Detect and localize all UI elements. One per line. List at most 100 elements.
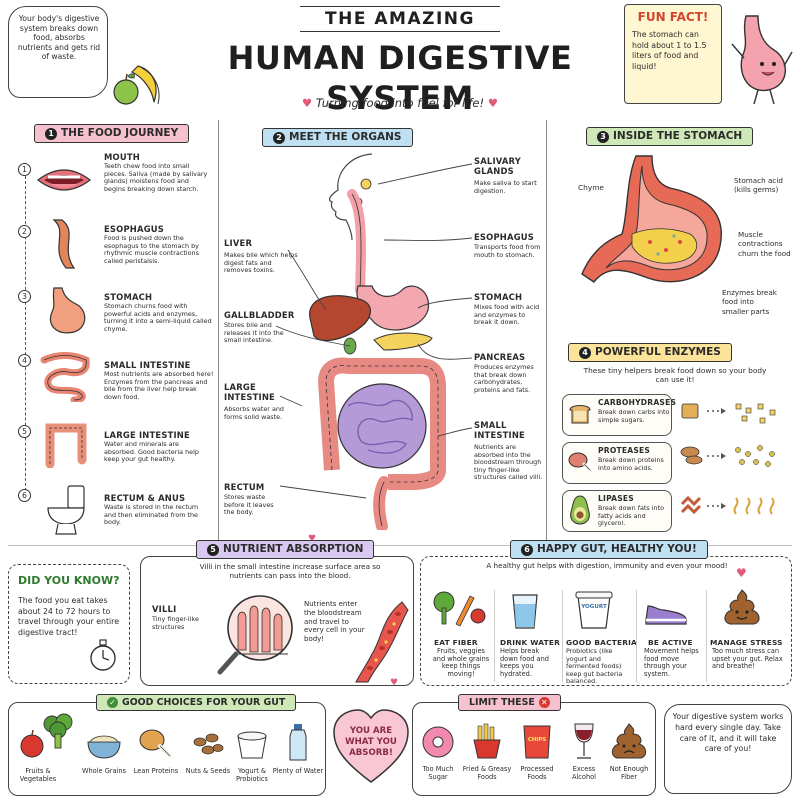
heart-icon: ♥ (301, 96, 313, 110)
limit-item: Fried & Greasy Foods (462, 722, 512, 781)
page-subtitle: ♥ Turning food into fuel for life! ♥ (280, 96, 520, 110)
fun-fact-text: The stomach can hold about 1 to 1.5 lite… (632, 30, 707, 71)
heart-icon: ♥ (736, 566, 747, 580)
tip-text: Too much stress can upset your gut. Rela… (712, 647, 783, 671)
good-choice-label: Plenty of Water (272, 767, 324, 775)
tip-text: Movement helps food move through your sy… (644, 647, 699, 678)
stomach-mascot (731, 15, 793, 105)
chicken-leg-icon (139, 729, 172, 758)
closing-note: Your digestive system works hard every s… (672, 712, 784, 754)
chips-bag-icon (523, 725, 551, 759)
section-title: LIMIT THESE (469, 697, 535, 708)
enzyme-name: CARBOHYDRASES (598, 398, 677, 407)
section-number: 1 (45, 128, 57, 140)
organ-name: SALIVARY GLANDS (474, 156, 522, 176)
step-text: Most nutrients are absorbed here! Enzyme… (104, 370, 214, 401)
good-choice-item: Whole Grains (78, 722, 130, 776)
step-number: 6 (18, 489, 31, 502)
heart-badge-text: YOU ARE WHAT YOU ABSORB! (345, 726, 397, 758)
chips-label: CHIPS (527, 737, 547, 743)
organ-name: GALLBLADDER (224, 310, 295, 320)
enzyme-text: Break down fats into fatty acids and gly… (598, 504, 664, 528)
absorption-intro: Villi in the small intestine increase su… (199, 562, 381, 580)
good-choice-label: Lean Proteins (133, 767, 179, 775)
organ-text: Makes bile which helps digest fats and r… (224, 251, 298, 275)
section-number: 6 (521, 544, 533, 556)
meat-icon (568, 452, 592, 472)
divider (218, 120, 220, 540)
tip-text: Fruits, veggies and whole grains keep th… (432, 647, 490, 678)
organ-text: Stores waste before it leaves the body. (224, 493, 274, 517)
step-text: Stomach churns food with powerful acids … (104, 302, 212, 333)
blood-vessel-illustration (355, 601, 409, 683)
intro-note-box (8, 6, 108, 98)
section-banner-organs: 2 MEET THE ORGANS (262, 128, 413, 147)
section-title: MEET THE ORGANS (289, 131, 402, 143)
heart-icon: ♥ (487, 96, 499, 110)
step-text: Teeth chew food into small pieces. Saliv… (104, 162, 208, 193)
good-choice-label: Whole Grains (81, 767, 127, 775)
intro-note: Your body's digestive system breaks down… (17, 14, 101, 62)
section-number: 2 (273, 132, 285, 144)
step-name: STOMACH (104, 292, 153, 302)
divider (8, 545, 792, 547)
journey-arrow-line (25, 176, 26, 496)
villi-magnifier-illustration (217, 595, 293, 675)
no-icon: ✕ (538, 697, 550, 708)
tip-name: DRINK WATER (500, 638, 561, 647)
tip-text: Helps break down food and keeps you hydr… (500, 647, 549, 678)
good-choice-item (36, 712, 80, 754)
did-you-know-text: The food you eat takes about 24 to 72 ho… (18, 596, 120, 637)
limit-label: Not Enough Fiber (609, 765, 649, 781)
stomach-icon (49, 287, 86, 334)
fries-icon (473, 723, 501, 759)
step-name: RECTUM & ANUS (104, 493, 186, 503)
divider (546, 120, 548, 540)
step-number: 2 (18, 225, 31, 238)
organ-pointer-lines (275, 163, 473, 499)
mouth-icon (37, 169, 91, 191)
organ-text: Nutrients are absorbed into the bloodstr… (474, 443, 543, 482)
tip-name: BE ACTIVE (648, 638, 693, 647)
step-number: 1 (18, 163, 31, 176)
digestive-system-illustration (309, 153, 446, 530)
sneaker-icon (645, 605, 687, 625)
large-intestine-icon (45, 423, 87, 468)
section-banner-limit: LIMIT THESE✕ (458, 694, 561, 711)
villi-title: VILLI (152, 604, 177, 614)
step-number: 3 (18, 290, 31, 303)
enzyme-name: PROTEASES (598, 446, 651, 455)
header-kicker: THE AMAZING (325, 9, 475, 29)
tip-name: MANAGE STRESS (710, 638, 783, 647)
heart-badge-shape (333, 709, 409, 783)
section-title: POWERFUL ENZYMES (595, 346, 721, 358)
stomach-label-enzymes: Enzymes break food into smaller parts (722, 288, 777, 316)
divider (494, 590, 495, 682)
toilet-icon (47, 485, 85, 535)
limit-item: Not Enough Fiber (604, 722, 654, 781)
donut-icon (422, 726, 454, 758)
limit-label: Fried & Greasy Foods (462, 765, 512, 781)
heart-icon: ♥ (308, 534, 317, 544)
good-choice-label: Fruits & Vegetables (19, 767, 57, 783)
fun-fact-title: FUN FACT! (637, 10, 709, 24)
organ-text: Make saliva to start digestion. (474, 179, 537, 195)
esophagus-icon (52, 219, 76, 269)
villi-text: Tiny finger-like structures (152, 615, 199, 631)
yogurt-label: YOGURT (581, 604, 607, 610)
limit-item: Processed Foods (512, 722, 562, 781)
enzyme-breakdown-illustration (680, 403, 776, 515)
divider (562, 590, 563, 682)
yogurt-bowl-icon (237, 731, 267, 759)
divider (706, 590, 707, 682)
happy-gut-intro: A healthy gut helps with digestion, immu… (486, 561, 728, 570)
apple-icon (113, 79, 139, 105)
enzymes-intro: These tiny helpers break food down so yo… (583, 366, 767, 384)
good-choice-item: Lean Proteins (130, 722, 182, 776)
section-title: HAPPY GUT, HEALTHY YOU! (537, 543, 697, 555)
fun-fact-box (624, 4, 722, 104)
